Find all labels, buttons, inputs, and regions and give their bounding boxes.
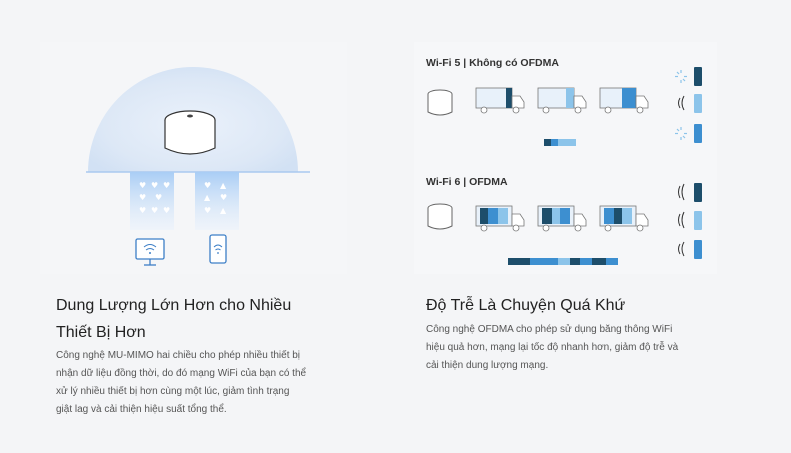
- svg-text:♥: ♥: [139, 206, 146, 215]
- ofdma-diagram: [427, 67, 702, 265]
- title-line: Thiết Bị Hơn: [56, 324, 146, 341]
- router-icon: [164, 110, 216, 155]
- mu-mimo-diagram: ♥♥♥ ♥♥ ♥♥♥ ♥▲ ▲♥ ♥▲: [86, 67, 310, 266]
- channel-usage-bar: [544, 139, 576, 146]
- svg-text:♥: ♥: [163, 206, 170, 215]
- signal-waves-icon: [678, 183, 685, 257]
- desc-line: Công nghệ OFDMA cho phép sử dụng băng th…: [426, 324, 673, 335]
- truck-icon: [537, 205, 587, 232]
- desc-line: cải thiện dung lượng mạng.: [426, 360, 549, 371]
- svg-text:▲: ▲: [220, 206, 227, 215]
- truck-icon: [475, 87, 525, 114]
- phone-wifi-icon: [209, 234, 227, 264]
- svg-text:♥: ♥: [139, 193, 146, 202]
- svg-text:♥: ♥: [204, 206, 211, 215]
- channel-usage-bar: [508, 258, 618, 265]
- mu-mimo-illustration: ♥♥♥ ♥♥ ♥♥♥ ♥▲ ▲♥ ♥▲: [40, 42, 347, 274]
- feature-desc-mu-mimo: Công nghệ MU-MIMO hai chiều cho phép nhi…: [56, 347, 306, 419]
- truck-icon: [599, 205, 649, 232]
- heart-icons: ♥♥♥ ♥♥ ♥♥♥ ♥▲ ▲♥ ♥▲: [139, 181, 227, 215]
- truck-icon: [475, 205, 525, 232]
- router-icon: [427, 203, 453, 230]
- desc-line: nhận dữ liệu đồng thời, do đó mạng WiFi …: [56, 368, 307, 379]
- feature-title-ofdma: Độ Trễ Là Chuyện Quá Khứ: [426, 292, 625, 319]
- ofdma-illustration: Wi-Fi 5 | Không có OFDMA Wi-Fi 6 | OFDMA: [414, 42, 717, 274]
- data-stream-left: [130, 172, 174, 230]
- title-line: Dung Lượng Lớn Hơn cho Nhiều: [56, 297, 292, 314]
- svg-text:▲: ▲: [220, 181, 227, 190]
- svg-text:♥: ♥: [220, 193, 227, 202]
- device-icon: [694, 124, 702, 143]
- wifi6-label: Wi-Fi 6 | OFDMA: [426, 176, 508, 188]
- feature-desc-ofdma: Công nghệ OFDMA cho phép sử dụng băng th…: [426, 321, 678, 375]
- device-icon: [694, 211, 702, 230]
- svg-text:♥: ♥: [151, 181, 158, 190]
- wifi5-label: Wi-Fi 5 | Không có OFDMA: [426, 57, 559, 69]
- device-icon: [694, 67, 702, 86]
- truck-icon: [599, 87, 649, 114]
- svg-text:▲: ▲: [204, 193, 211, 202]
- data-stream-right: [195, 172, 239, 230]
- truck-icon: [537, 87, 587, 114]
- device-icon: [694, 183, 702, 202]
- device-icon: [694, 240, 702, 259]
- desc-line: giật lag và cải thiện hiệu suất tổng thể…: [56, 404, 227, 415]
- svg-text:♥: ♥: [155, 193, 162, 202]
- loading-spinner-icon: [675, 70, 687, 83]
- router-icon: [427, 89, 453, 116]
- svg-text:♥: ♥: [139, 181, 146, 190]
- desc-line: hiệu quả hơn, mạng lại tốc độ nhanh hơn,…: [426, 342, 679, 353]
- device-icon: [694, 94, 702, 113]
- desc-line: Công nghệ MU-MIMO hai chiều cho phép nhi…: [56, 350, 301, 361]
- svg-text:♥: ♥: [204, 181, 211, 190]
- monitor-wifi-icon: [135, 238, 165, 266]
- desc-line: xử lý nhiều thiết bị hơn cùng một lúc, g…: [56, 386, 290, 397]
- feature-title-mu-mimo: Dung Lượng Lớn Hơn cho Nhiều Thiết Bị Hơ…: [56, 292, 291, 346]
- loading-spinner-icon: [675, 127, 687, 140]
- signal-waves-icon: [678, 95, 685, 111]
- title-line: Độ Trễ Là Chuyện Quá Khứ: [426, 297, 626, 314]
- svg-text:♥: ♥: [163, 181, 170, 190]
- svg-text:♥: ♥: [151, 206, 158, 215]
